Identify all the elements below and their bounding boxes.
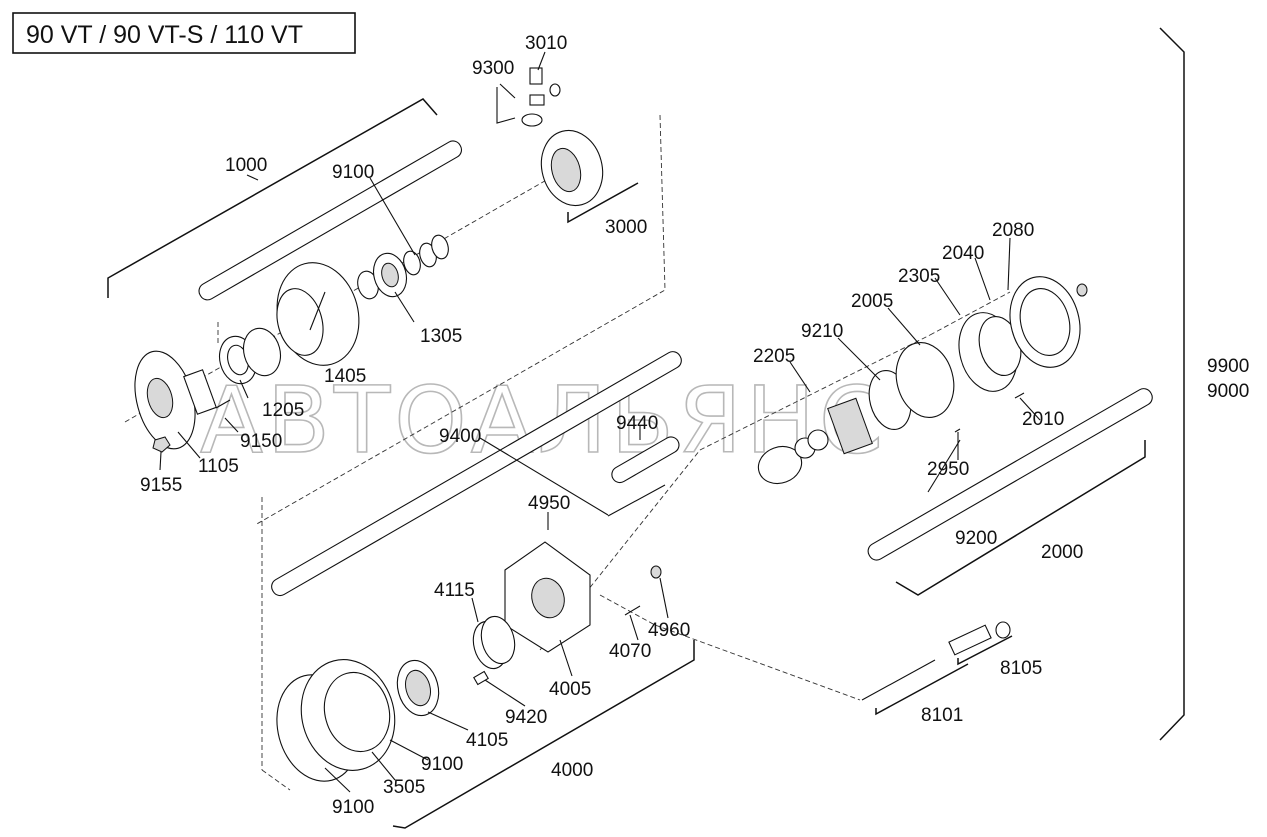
- label-4105: 4105: [466, 730, 508, 751]
- label-3010: 3010: [525, 33, 567, 54]
- label-2305: 2305: [898, 266, 940, 287]
- group-brackets: [107, 27, 1185, 829]
- label-9440: 9440: [616, 413, 658, 434]
- label-9200: 9200: [955, 528, 997, 549]
- label-4000: 4000: [551, 760, 593, 781]
- part-drawings: [134, 67, 1088, 782]
- label-2010: 2010: [1022, 409, 1064, 430]
- motor-2000: [757, 276, 1088, 485]
- label-9000: 9000: [1207, 381, 1249, 402]
- label-9300: 9300: [472, 58, 514, 79]
- label-9150: 9150: [240, 431, 282, 452]
- label-8105: 8105: [1000, 658, 1042, 679]
- label-4950: 4950: [528, 493, 570, 514]
- flange-1105: [134, 350, 217, 450]
- label-3000: 3000: [605, 217, 647, 238]
- label-4070: 4070: [609, 641, 651, 662]
- label-3505: 3505: [383, 777, 425, 798]
- label-2040: 2040: [942, 243, 984, 264]
- label-1405: 1405: [324, 366, 366, 387]
- label-2005: 2005: [851, 291, 893, 312]
- diagram-title: 90 VT / 90 VT-S / 110 VT: [26, 21, 303, 49]
- label-9100-mid: 9100: [421, 754, 463, 775]
- label-4115: 4115: [434, 580, 475, 601]
- label-9210: 9210: [801, 321, 843, 342]
- label-2000: 2000: [1041, 542, 1083, 563]
- label-1105: 1105: [198, 456, 239, 477]
- label-2950: 2950: [927, 459, 969, 480]
- label-9400: 9400: [439, 426, 481, 447]
- label-2205: 2205: [753, 346, 795, 367]
- label-9900: 9900: [1207, 356, 1249, 377]
- label-1000: 1000: [225, 155, 267, 176]
- label-9420: 9420: [505, 707, 547, 728]
- label-4005: 4005: [549, 679, 591, 700]
- label-4960: 4960: [648, 620, 690, 641]
- title-box: 90 VT / 90 VT-S / 110 VT: [12, 12, 356, 54]
- part-labels: 3010 9300 1000 9100 3000 1305 1405 1205 …: [140, 33, 1249, 818]
- label-2080: 2080: [992, 220, 1034, 241]
- label-9155: 9155: [140, 475, 182, 496]
- leader-lines: [159, 51, 1041, 793]
- label-1305: 1305: [420, 326, 462, 347]
- label-9100-top: 9100: [332, 162, 374, 183]
- housing-4005: [504, 541, 591, 653]
- label-8101: 8101: [921, 705, 963, 726]
- label-1205: 1205: [262, 400, 304, 421]
- label-9100-bot: 9100: [332, 797, 374, 818]
- kit-outlines: [198, 140, 1153, 597]
